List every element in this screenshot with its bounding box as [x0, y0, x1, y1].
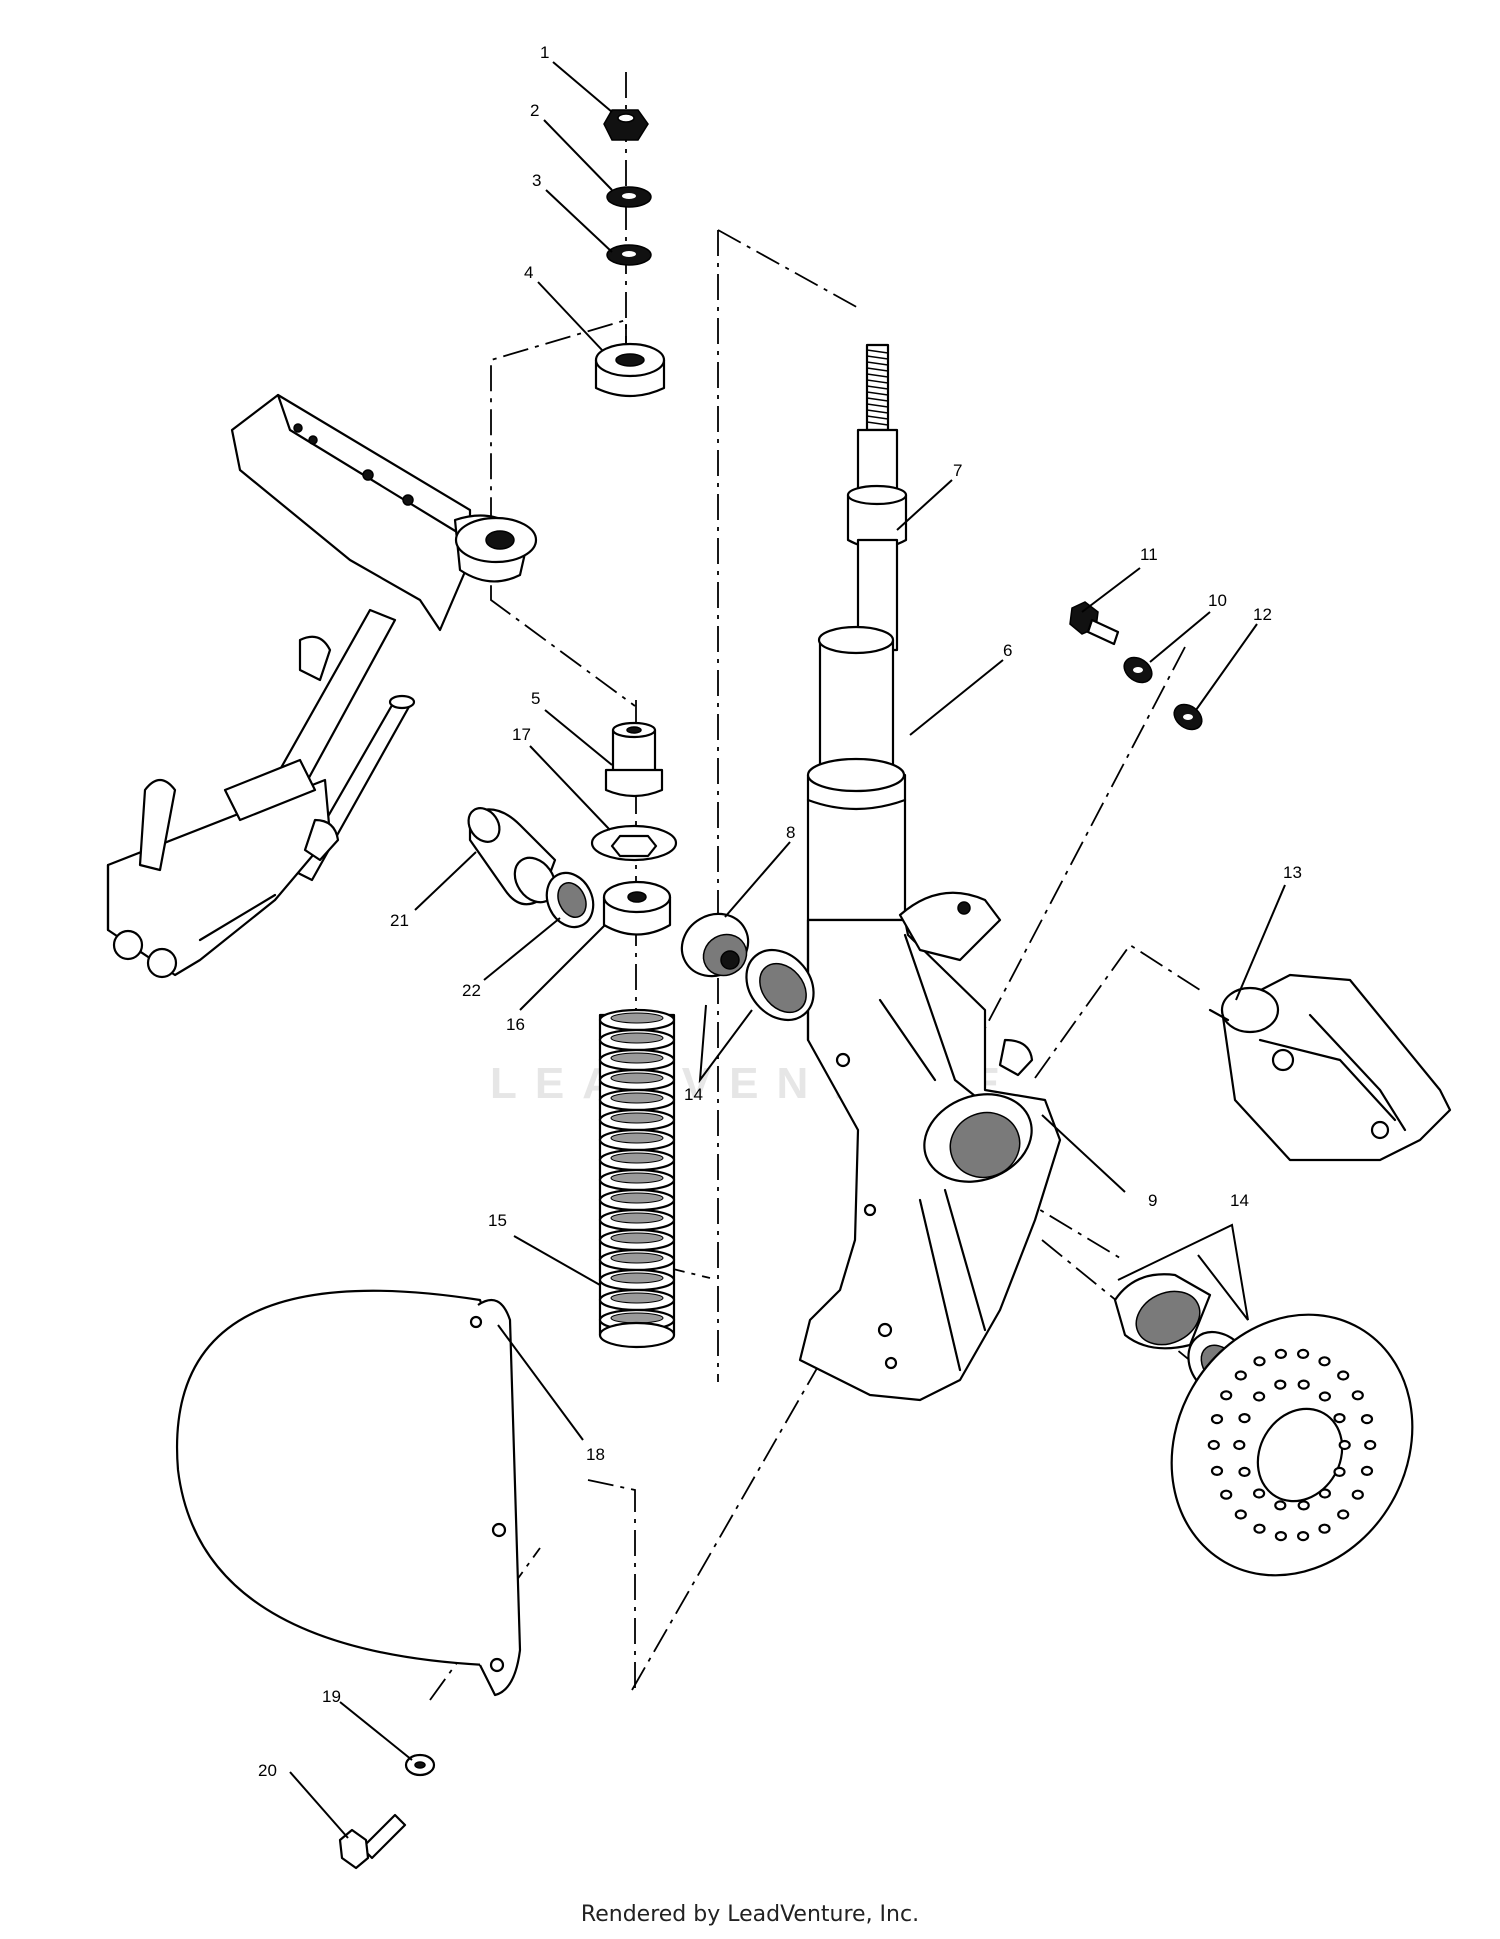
callout-8: 8: [786, 823, 795, 842]
part-10-lockwasher: [1123, 656, 1153, 684]
part-11-bolt: [1069, 601, 1120, 646]
callout-1: 1: [540, 43, 549, 62]
callout-20: 20: [258, 1761, 277, 1780]
part-4-bushing: [594, 342, 666, 398]
callout-18: 18: [586, 1445, 605, 1464]
part-18-shield: [175, 1289, 522, 1697]
part-22-ring: [545, 871, 595, 929]
part-8-bearing: [680, 912, 750, 978]
part-12-washer: [1173, 703, 1203, 731]
part-5-stud: [604, 721, 664, 798]
part-14-upper-race: [745, 948, 815, 1022]
part-14-lower-race: [1113, 1273, 1212, 1350]
part-1-nut: [603, 109, 649, 141]
callout-13: 13: [1283, 863, 1302, 882]
leader-lines: [289, 61, 1286, 1839]
callout-17: 17: [512, 725, 531, 744]
part-13-caliper: [1208, 973, 1452, 1162]
part-20-bolt: [338, 1813, 407, 1870]
callout-4: 4: [524, 263, 533, 282]
brake-rotor: [1170, 1313, 1414, 1577]
part-15-spring: [598, 1008, 676, 1349]
callout-7: 7: [953, 461, 962, 480]
part-19-washer: [404, 1753, 436, 1777]
spindle-housing: [798, 891, 1062, 1402]
part-2-washer: [606, 186, 652, 208]
callout-10: 10: [1208, 591, 1227, 610]
footer-credit: Rendered by LeadVenture, Inc.: [580, 1902, 920, 1927]
part-3-washer: [606, 244, 652, 266]
callout-19: 19: [322, 1687, 341, 1706]
callout-22: 22: [462, 981, 481, 1000]
callout-3: 3: [532, 171, 541, 190]
callout-11: 11: [1140, 545, 1158, 564]
callouts: 1 2 3 4 5 6 7 8 9 10 11 12 13 14 14 15 1…: [258, 43, 1302, 1780]
callout-14a: 14: [684, 1085, 703, 1104]
callout-14b: 14: [1230, 1191, 1249, 1210]
callout-16: 16: [506, 1015, 525, 1034]
callout-5: 5: [531, 689, 540, 708]
callout-9: 9: [1148, 1191, 1157, 1210]
part-21-plunger: [467, 807, 557, 906]
callout-6: 6: [1003, 641, 1012, 660]
part-17-washer: [590, 824, 678, 862]
callout-21: 21: [390, 911, 409, 930]
frame-axle-assembly: [106, 393, 538, 979]
callout-12: 12: [1253, 605, 1272, 624]
part-7-shaft: [846, 343, 908, 652]
callout-15: 15: [488, 1211, 507, 1230]
part-6-strut-tube: [806, 625, 907, 922]
callout-2: 2: [530, 101, 539, 120]
part-16-bushing: [602, 880, 672, 936]
